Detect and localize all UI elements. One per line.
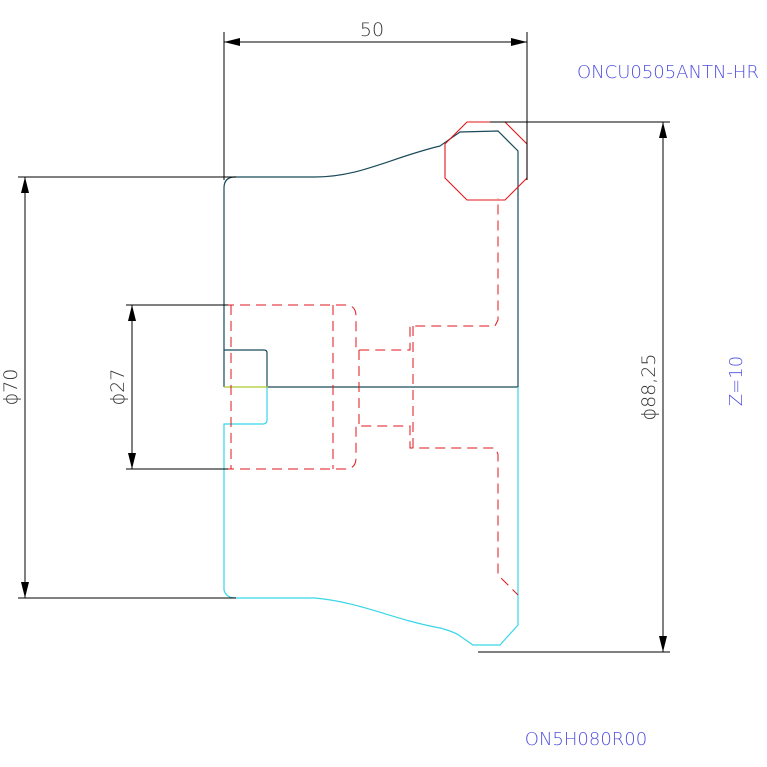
teeth-count-label: Z=10	[726, 356, 747, 406]
part-outline-lower	[223, 386, 519, 646]
hidden-geometry	[224, 198, 519, 596]
dimension-dia-88: ϕ88,25	[478, 121, 670, 653]
insert-code-label: ONCU0505ANTN-HR	[577, 62, 759, 83]
octagon-insert	[444, 121, 528, 201]
dimension-dia-70: ϕ70	[0, 176, 236, 599]
dimension-dia-27: ϕ27	[107, 304, 228, 470]
part-outline-upper	[223, 130, 519, 388]
dim-88-text: ϕ88,25	[638, 354, 660, 421]
dim-50-text: 50	[360, 19, 384, 41]
dim-70-text: ϕ70	[0, 369, 22, 406]
dimension-width: 50	[223, 19, 528, 180]
dim-27-text: ϕ27	[107, 369, 129, 406]
cutter-code-label: ON5H080R00	[525, 729, 647, 750]
